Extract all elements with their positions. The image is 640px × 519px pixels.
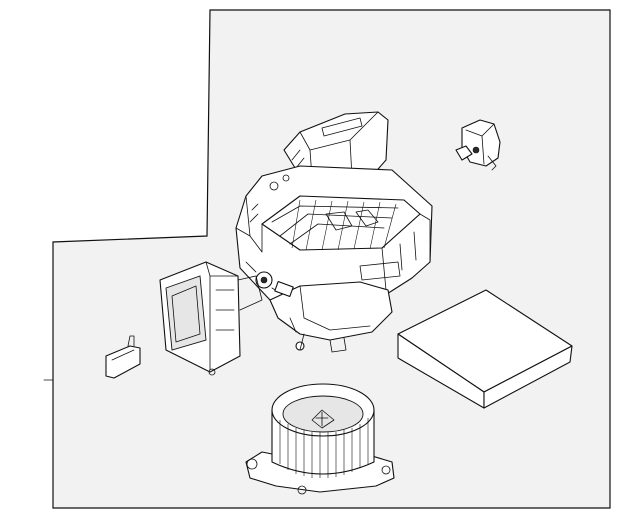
air-inlet-duct-icon[interactable] (159, 261, 263, 376)
cabin-air-filter-icon[interactable] (397, 289, 573, 409)
actuator-motor-icon[interactable] (455, 119, 501, 171)
mounting-bracket-icon[interactable] (105, 335, 141, 379)
hvac-housing-assembly-icon[interactable] (235, 111, 433, 353)
blower-motor-fan-icon[interactable] (245, 383, 395, 495)
